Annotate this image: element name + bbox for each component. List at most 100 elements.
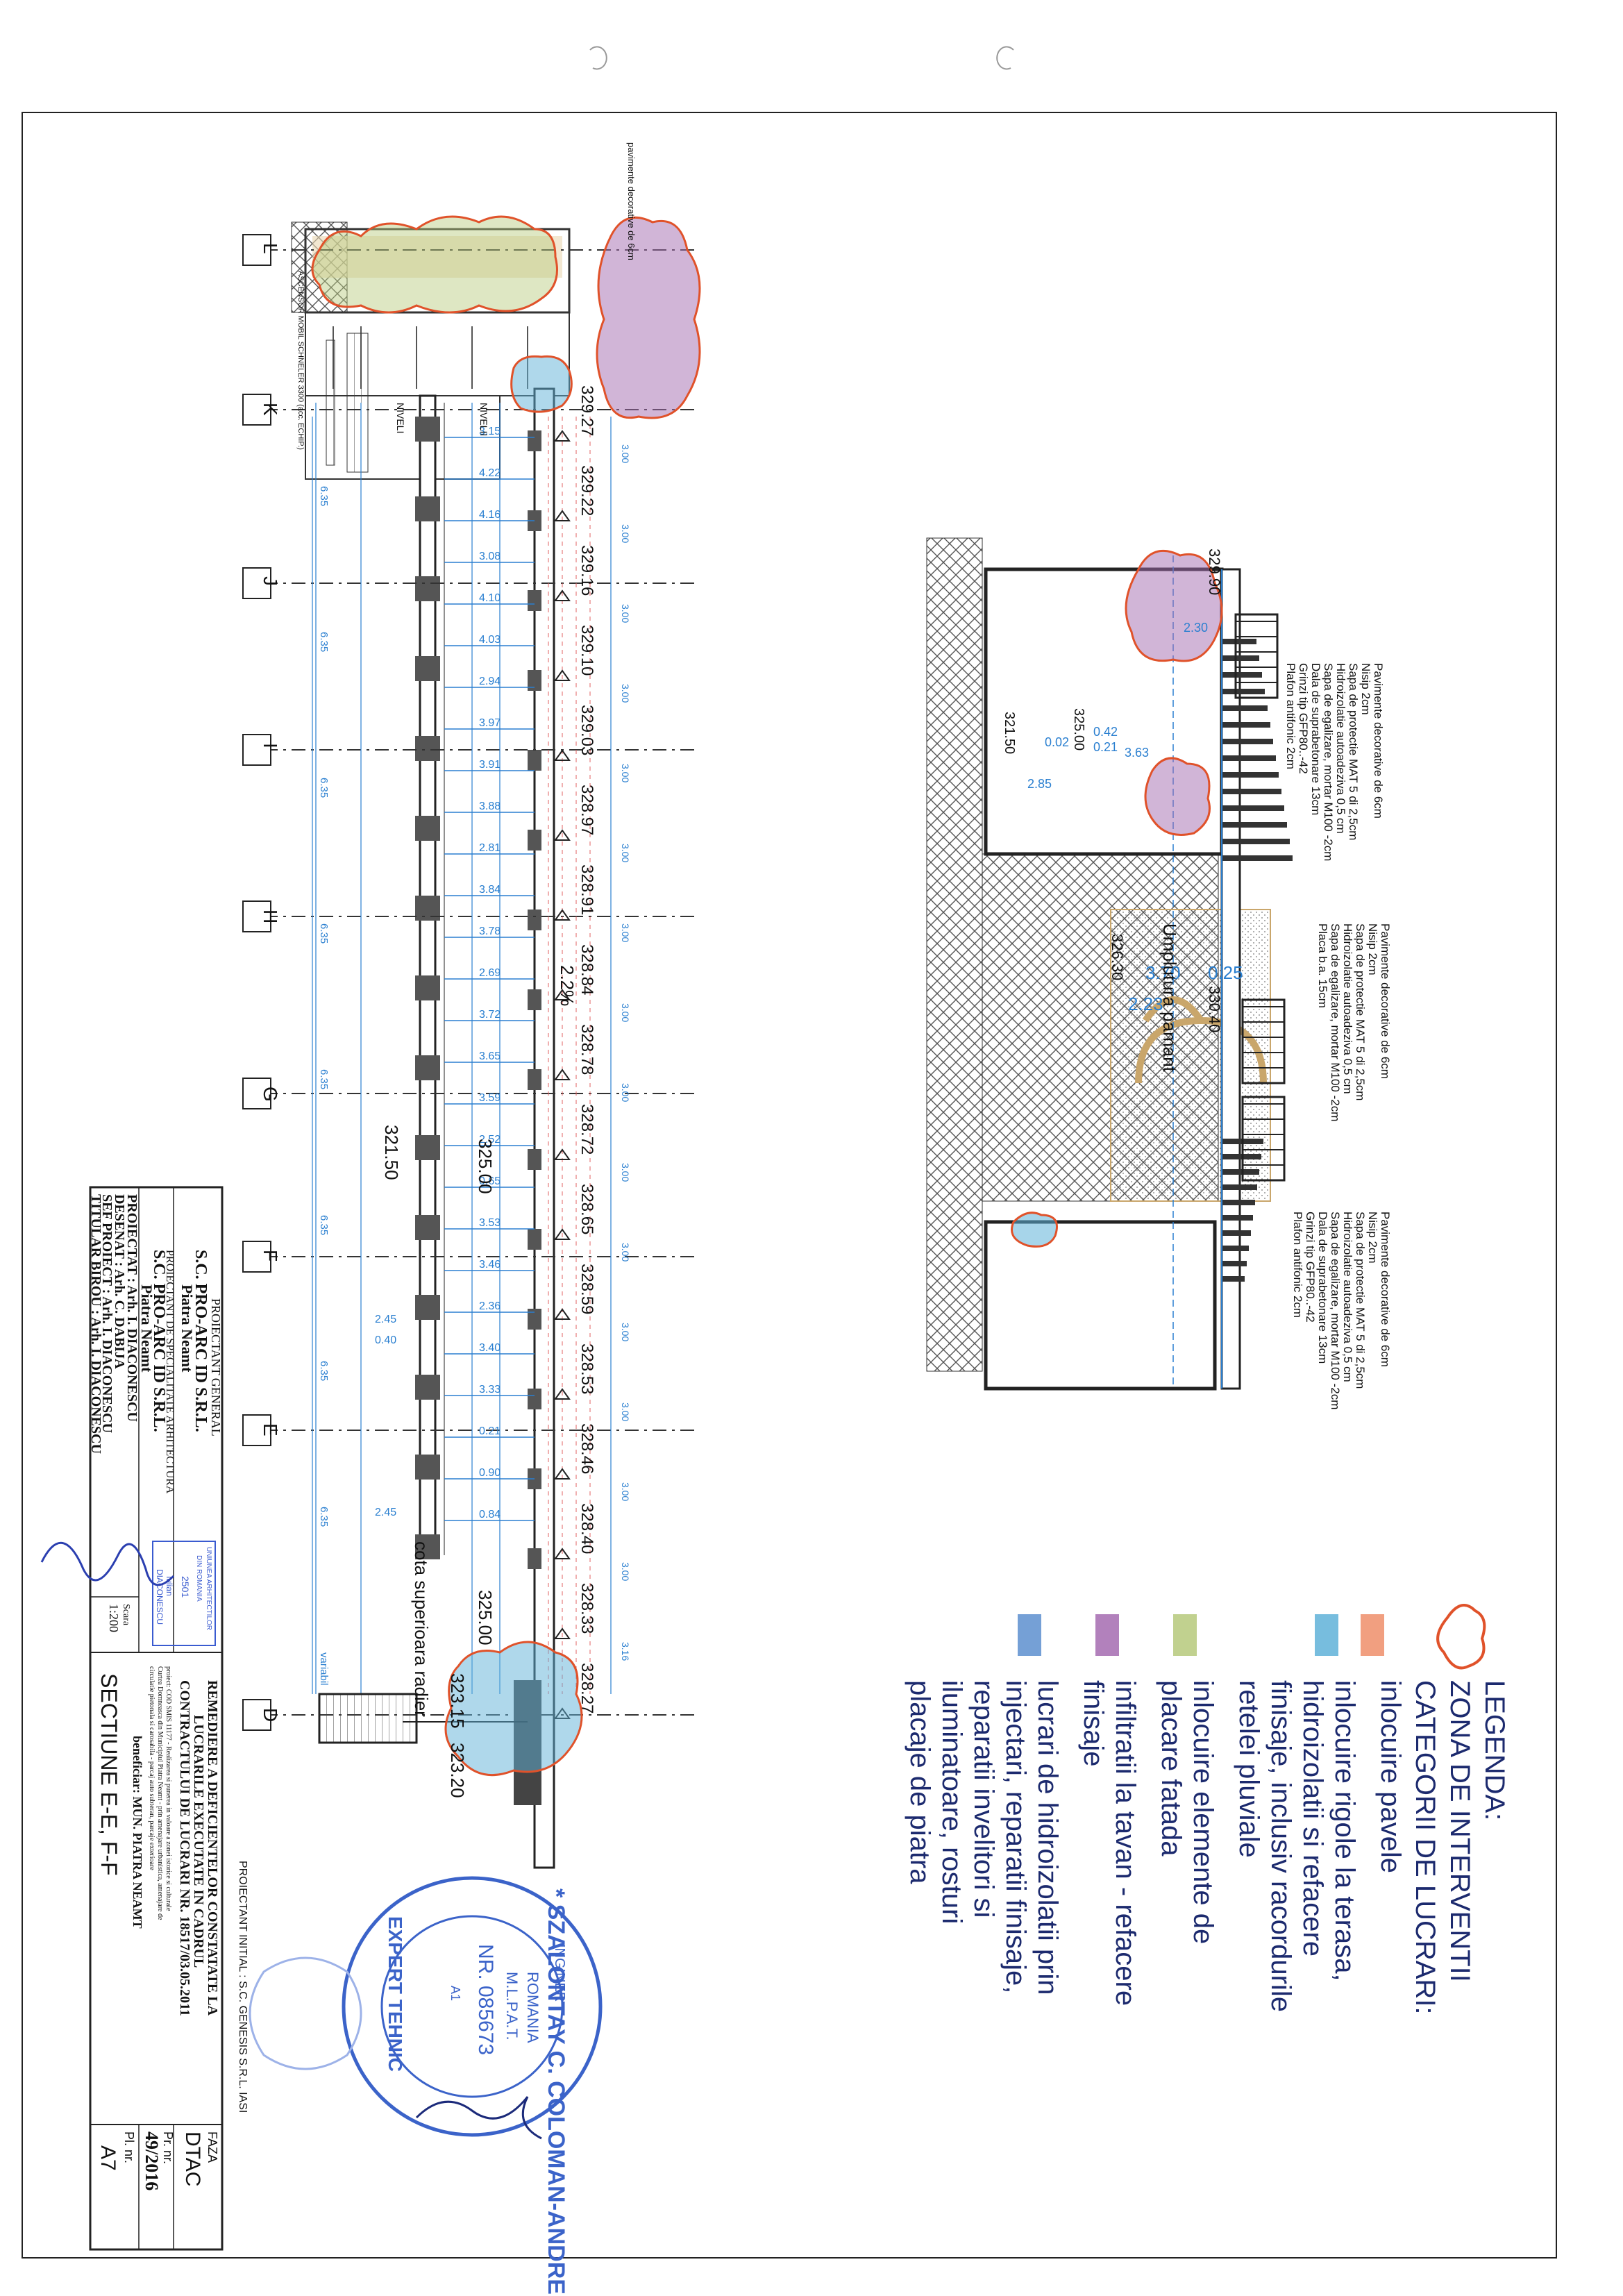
detail-223: 2.23 (1128, 994, 1163, 1014)
dim-label: 3.08 (479, 551, 501, 562)
stamp-mlpat: M.L.P.A.T. (503, 1972, 521, 2041)
elevation-marker (554, 829, 571, 841)
railing (1234, 613, 1279, 699)
dim-label: 3.88 (479, 801, 501, 812)
label-radier: cota superioara radier (411, 1541, 432, 1717)
stair-step (1222, 1261, 1247, 1266)
label-325a: 325.00 (475, 1139, 496, 1194)
elevation-label: 329.10 (578, 625, 596, 676)
detail-section: 329.90 330.40 326.30 325.00 321.50 3.70 … (926, 537, 1392, 1409)
vertical-dim-label: 3.00 (620, 764, 631, 782)
layer-label: Sapa de protectie MAT 5 di 2,5cm (1354, 923, 1367, 1100)
elevation-label: 328.40 (578, 1503, 596, 1554)
detail-230: 2.30 (1184, 621, 1208, 635)
label-245b: 2.45 (375, 1507, 396, 1518)
legend-item-label: hidroizolatii si refacere (1297, 1680, 1328, 1956)
elevation-label: 328.59 (578, 1264, 596, 1314)
detail-elev-321: 321.50 (1002, 712, 1017, 754)
elevation-label: 328.84 (578, 944, 596, 995)
beam-group (415, 417, 541, 1569)
stair-step (1222, 1246, 1249, 1251)
dim-label: 3.91 (479, 759, 501, 771)
label-321: 321.50 (381, 1125, 402, 1180)
beam (415, 816, 440, 841)
beam (415, 1455, 440, 1480)
layer-label: Nisip 2cm (1366, 1212, 1379, 1264)
vertical-dim-label: 3.00 (620, 923, 631, 942)
tb-faza: DTAC (181, 2131, 204, 2186)
axis-box (242, 567, 271, 599)
stair-step (1222, 655, 1259, 661)
vertical-dim-label: 3.00 (620, 844, 631, 862)
label-040: 0.40 (375, 1334, 396, 1346)
elevation-label: 328.53 (578, 1343, 596, 1394)
vertical-dim-label: 3.00 (620, 1323, 631, 1341)
tb-lucrare-2: LUCRARILE EXECUTATE IN CADRUL (191, 1715, 206, 1968)
long-dim-label: 6.35 (318, 632, 330, 652)
label-pavimente: pavimente decorative de 6cm (626, 142, 637, 260)
stair-step (1222, 672, 1262, 678)
tb-small-stamp-2: DIN ROMANIA (195, 1555, 203, 1602)
cloud-detail-top (1125, 549, 1223, 662)
detail-370: 3.70 (1145, 962, 1181, 983)
tb-oras1: Piatra Neamt (178, 1284, 196, 1373)
tb-proiect-desc-1: proiect: COD SMIS 11177 - Realizarea si … (165, 1666, 172, 1911)
detail-285: 2.85 (1027, 777, 1052, 791)
detail-room-bottom (984, 1220, 1217, 1391)
elevation-marker (554, 1228, 571, 1240)
elevation-marker (554, 669, 571, 681)
legend-item-label: finisaje (1078, 1680, 1109, 1767)
stair-step (1222, 789, 1281, 794)
stamp-faint (249, 1956, 362, 2070)
tb-proiectat: PROIECTAT : Arh. I. DIACONESCU (124, 1194, 140, 1422)
detail-025: 0.25 (1208, 962, 1243, 983)
title-block-frame (89, 1186, 224, 2251)
axis-label: E (260, 1423, 281, 1436)
roof-beam (528, 670, 541, 691)
layer-label: Grinzi tip GFP80..-42 (1297, 663, 1310, 774)
railing (1241, 1096, 1286, 1182)
tb-oras2: Piatra Neamt (138, 1284, 155, 1373)
detail-elev-mid: 330.40 (1206, 986, 1223, 1032)
dim-label: 2.36 (479, 1300, 501, 1312)
legend-item-label: iluminatoare, rosturi (936, 1680, 967, 1924)
legend-swatch (1315, 1614, 1338, 1656)
layer-label: Sapa de egalizare, mortar M100 -2cm (1329, 923, 1342, 1121)
roof-beam (528, 910, 541, 930)
beam (415, 736, 440, 761)
stair-step (1222, 755, 1276, 761)
tb-small-stamp-3: 2501 (180, 1576, 191, 1598)
binding-hole-left (589, 46, 607, 70)
beam (415, 1135, 440, 1160)
elevation-label: 328.65 (578, 1184, 596, 1234)
tb-pl-nr: A7 (96, 2145, 119, 2171)
legend-item-label: inlocuire pavele (1375, 1680, 1406, 1873)
layer-label: Nisip 2cm (1359, 663, 1372, 715)
stair-step (1222, 739, 1273, 744)
cloud-top-purple (596, 216, 701, 419)
beam (415, 975, 440, 1000)
dim-label: 3.46 (479, 1259, 501, 1271)
layer-label: Sapa de protectie MAT 5 di 2,5cm (1347, 663, 1360, 840)
legend-title: LEGENDA: (1479, 1680, 1510, 1820)
roof-beam (528, 989, 541, 1010)
vertical-dim-label: 3.00 (620, 1083, 631, 1102)
elevation-marker (554, 1069, 571, 1080)
roof-beam (528, 1389, 541, 1409)
dim-label: 3.15 (479, 426, 501, 437)
legend-swatch (1173, 1614, 1197, 1656)
dim-label: 2.69 (479, 967, 501, 979)
detail-021: 0.21 (1093, 740, 1118, 754)
vertical-dim-label: 3.00 (620, 1402, 631, 1421)
axis-label: G (260, 1087, 281, 1102)
layer-label: Hidroizolatie autoadeziva 0,5 cm (1341, 1212, 1354, 1382)
beam (415, 417, 440, 442)
legend-swatch (1018, 1614, 1041, 1656)
roof-beam (528, 590, 541, 611)
stamp-expert: EXPERT TEHNIC (385, 1916, 406, 2072)
tb-proiectant-general: PROIECTANT GENERAL (209, 1298, 223, 1436)
tb-lucrare-3: CONTRACTULUI DE LUCRARI NR. 18517/03.05.… (177, 1680, 192, 2016)
stamp-nr: NR. 085673 (474, 1944, 497, 2055)
tb-signature (40, 1541, 175, 1586)
dim-label: 2.81 (479, 842, 501, 854)
